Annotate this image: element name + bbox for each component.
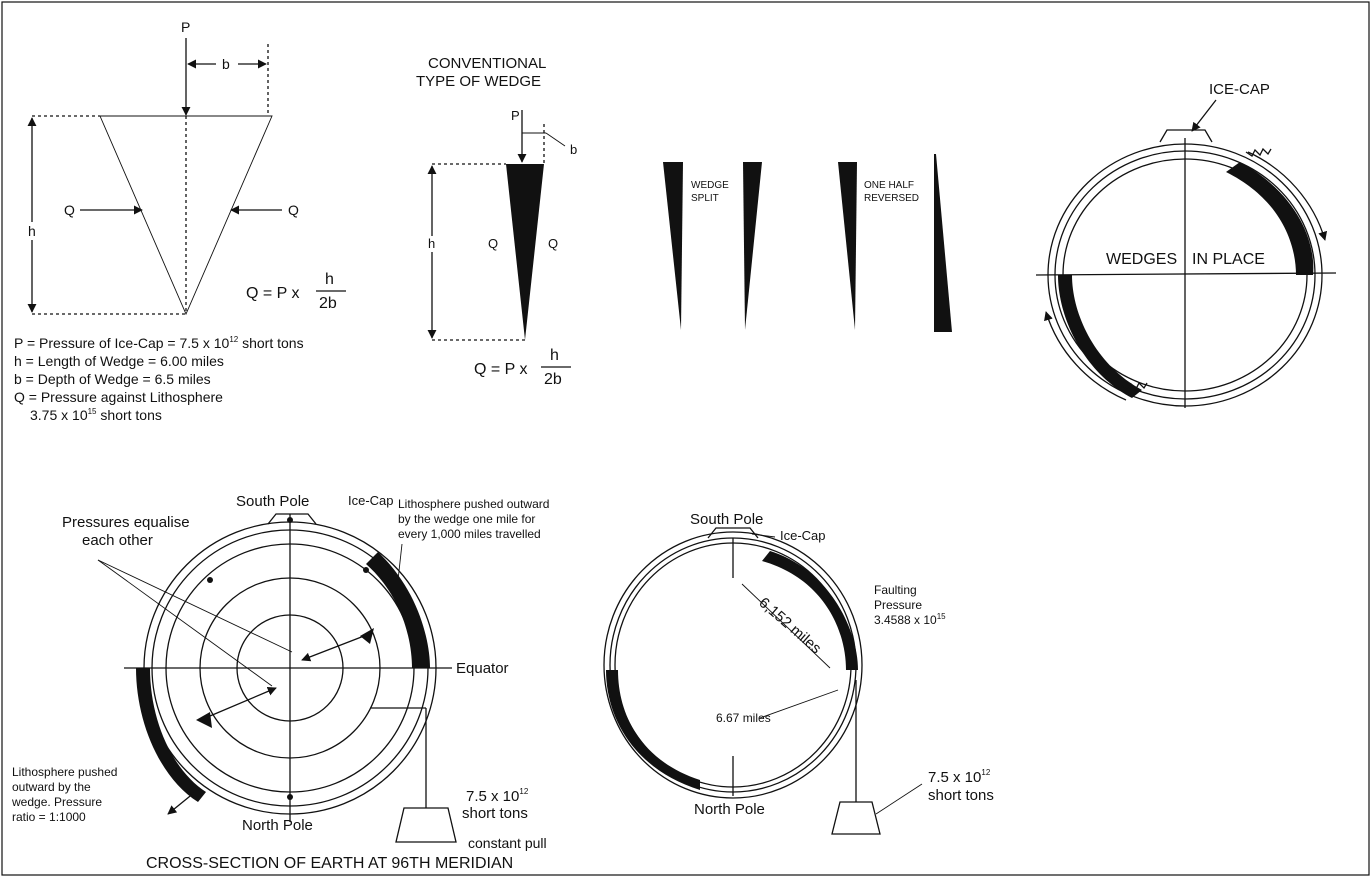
split-label-2: SPLIT xyxy=(691,193,719,204)
cs-pressures-2: each other xyxy=(82,532,153,549)
conventional-formula-num: h xyxy=(550,347,559,364)
svg-text:P = Pressure of Ice-Cap = 7.5: P = Pressure of Ice-Cap = 7.5 x 1012 sho… xyxy=(14,335,304,351)
wedge-p-label: P xyxy=(181,19,190,35)
svg-text:7.5 x 1012: 7.5 x 1012 xyxy=(466,787,529,805)
legend-line5-exp: 15 xyxy=(88,407,97,416)
conventional-formula-den: 2b xyxy=(544,371,562,388)
conventional-wedge: CONVENTIONAL TYPE OF WEDGE P b h Q Q Q =… xyxy=(416,55,577,388)
legend-line4: Q = Pressure against Lithosphere xyxy=(14,389,223,405)
fault-weight-line1: 7.5 x 10 xyxy=(928,769,981,786)
cs-ice-cap: Ice-Cap xyxy=(348,493,394,508)
half-reversed-2: REVERSED xyxy=(864,193,919,204)
cross-section: South Pole North Pole Ice-Cap Equator Pr… xyxy=(11,493,549,872)
wedge-q-left: Q xyxy=(64,202,75,218)
cs-litho-top-1: Lithosphere pushed outward xyxy=(398,497,549,511)
fault-weight-exp: 12 xyxy=(981,768,990,777)
wedge-h-label: h xyxy=(28,223,36,239)
fault-ice-cap: Ice-Cap xyxy=(780,528,826,543)
fault-faulting-3: 3.4588 x 10 xyxy=(874,613,937,627)
cs-litho-top-2: by the wedge one mile for xyxy=(398,512,535,526)
half-reversed-1: ONE HALF xyxy=(864,180,914,191)
cs-litho-bl-3: wedge. Pressure xyxy=(11,795,102,809)
legend-line1-exp: 12 xyxy=(229,335,238,344)
cs-litho-top-3: every 1,000 miles travelled xyxy=(398,527,541,541)
legend-line5-tail: short tons xyxy=(97,407,162,423)
cs-caption: CROSS-SECTION OF EARTH AT 96TH MERIDIAN xyxy=(146,855,513,872)
wedge-formula-num: h xyxy=(325,271,334,288)
cs-litho-bl-1: Lithosphere pushed xyxy=(12,765,117,779)
legend-line2: h = Length of Wedge = 6.00 miles xyxy=(14,353,224,369)
fault-north-pole: North Pole xyxy=(694,801,765,818)
split-wedges: WEDGE SPLIT ONE HALF REVERSED xyxy=(663,154,952,332)
cs-litho-bl-2: outward by the xyxy=(12,780,91,794)
legend-line1: P = Pressure of Ice-Cap = 7.5 x 10 xyxy=(14,335,230,351)
wedge-formula-den: 2b xyxy=(319,295,337,312)
split-label-1: WEDGE xyxy=(691,180,729,191)
wedge-legend: P = Pressure of Ice-Cap = 7.5 x 1012 sho… xyxy=(14,335,304,423)
cs-pressures-1: Pressures equalise xyxy=(62,514,190,531)
legend-line3: b = Depth of Wedge = 6.5 miles xyxy=(14,371,211,387)
conventional-q-right: Q xyxy=(548,236,558,251)
conventional-p-label: P xyxy=(511,108,520,123)
cs-weight-line2: short tons xyxy=(462,805,528,822)
fault-miles: 6.67 miles xyxy=(716,711,771,725)
wedge-q-right: Q xyxy=(288,202,299,218)
globe-wedges-right: IN PLACE xyxy=(1192,251,1265,268)
conventional-title-1: CONVENTIONAL xyxy=(428,55,546,72)
cs-weight-line1: 7.5 x 10 xyxy=(466,788,519,805)
svg-text:7.5 x 1012: 7.5 x 1012 xyxy=(928,768,991,786)
globe-wedges: ICE-CAP WEDGES IN PLACE xyxy=(1035,81,1337,408)
cs-constant-pull: constant pull xyxy=(468,835,547,851)
cs-equator: Equator xyxy=(456,660,509,677)
faulting-diagram: South Pole North Pole Ice-Cap 6,152 mile… xyxy=(603,511,994,835)
cs-north-pole: North Pole xyxy=(242,817,313,834)
cs-weight-exp: 12 xyxy=(519,787,528,796)
globe-icecap-label: ICE-CAP xyxy=(1209,81,1270,98)
fault-weight-line2: short tons xyxy=(928,787,994,804)
conventional-b-label: b xyxy=(570,142,577,157)
svg-text:3.75 x 1015 short tons: 3.75 x 1015 short tons xyxy=(30,407,162,423)
cs-litho-bl-4: ratio = 1:1000 xyxy=(12,810,86,824)
conventional-q-left: Q xyxy=(488,236,498,251)
cs-south-pole: South Pole xyxy=(236,493,309,510)
wedge-b-label: b xyxy=(222,56,230,72)
fault-faulting-1: Faulting xyxy=(874,583,917,597)
svg-text:3.4588 x 1015: 3.4588 x 1015 xyxy=(874,612,946,627)
globe-wedges-left: WEDGES xyxy=(1106,251,1177,268)
fault-south-pole: South Pole xyxy=(690,511,763,528)
legend-line5: 3.75 x 10 xyxy=(30,407,88,423)
conventional-formula-lhs: Q = P x xyxy=(474,361,528,378)
legend-line1-tail: short tons xyxy=(238,335,303,351)
fault-faulting-exp: 15 xyxy=(937,612,946,621)
conventional-h-label: h xyxy=(428,236,435,251)
fault-distance: 6,152 miles xyxy=(755,594,824,657)
wedge-formula-lhs: Q = P x xyxy=(246,285,300,302)
fault-faulting-2: Pressure xyxy=(874,598,922,612)
conventional-title-2: TYPE OF WEDGE xyxy=(416,73,541,90)
wedge-diagram: P b h Q Q Q = P x h 2b xyxy=(24,19,346,316)
